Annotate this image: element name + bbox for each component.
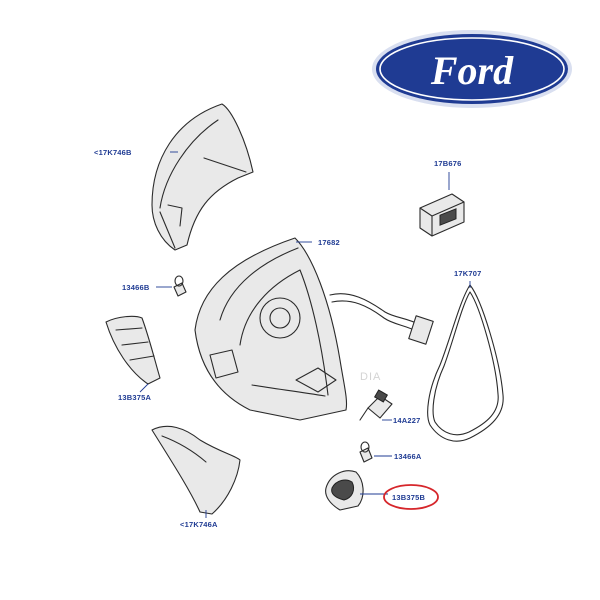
mirror-glass [427,284,504,442]
ford-logo: Ford [372,30,572,108]
callout-17682: 17682 [318,238,340,247]
watermark: DIA [360,371,381,383]
callout-13B375B: 13B375B [392,493,425,502]
callout-13466B: 13466B [122,283,150,292]
lower-mirror-cap [151,425,241,515]
callout-17K746A: <17K746A [180,520,218,529]
upper-mirror-cap [151,103,254,251]
callout-13466A: 13466A [394,452,422,461]
callout-17K707: 17K707 [454,269,481,278]
callout-17B676: 17B676 [434,159,461,168]
callout-17K746B: <17K746B [94,148,132,157]
mirror-housing [194,237,434,421]
socket [359,389,393,421]
mirror-motor [419,193,465,237]
side-lamp-left [105,315,161,385]
callout-13B375A: 13B375A [118,393,151,402]
side-lamp-right [325,470,364,511]
bulb-left [173,275,187,297]
bulb-right [359,441,373,463]
ford-logo-text: Ford [430,48,514,93]
highlight-ring [383,484,439,510]
callout-14A227: 14A227 [393,416,420,425]
